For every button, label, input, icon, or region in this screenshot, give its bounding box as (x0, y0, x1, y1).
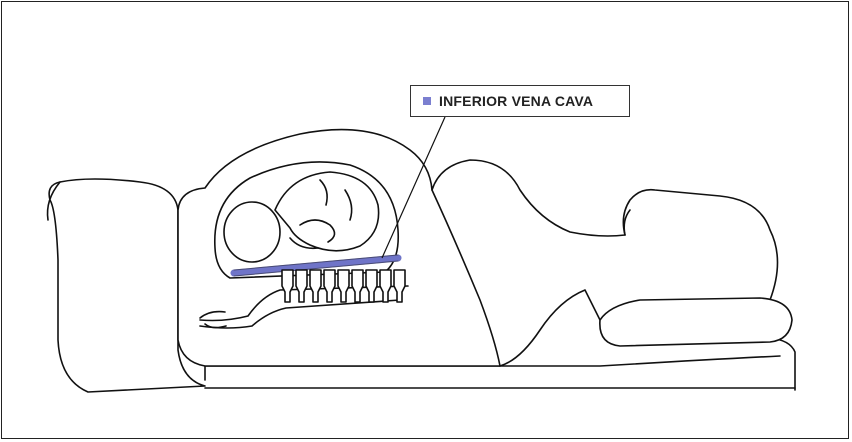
legend-label: INFERIOR VENA CAVA (439, 93, 593, 109)
legend-box: INFERIOR VENA CAVA (410, 85, 630, 117)
legend-swatch-icon (423, 97, 431, 105)
